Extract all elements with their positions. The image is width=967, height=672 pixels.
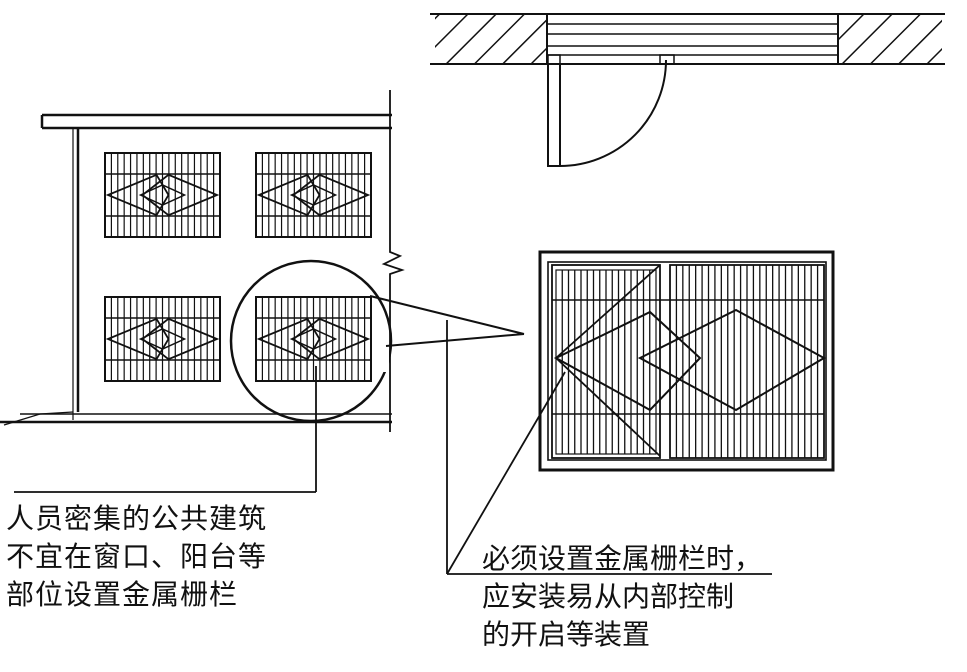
grille-detail-bars (552, 264, 827, 458)
building-elevation (0, 90, 405, 432)
magnifier-circle (229, 259, 393, 423)
window-grille (255, 152, 372, 238)
note-left-line: 不宜在窗口、阳台等 (6, 540, 268, 573)
leader-lines (14, 320, 772, 575)
note-right-line: 应安装易从内部控制 (482, 580, 735, 613)
door-plan-view (430, 13, 945, 167)
grille-diagonal (555, 357, 661, 457)
grille-diamond (637, 308, 827, 412)
note-left: 人员密集的公共建筑 不宜在窗口、阳台等 部位设置金属栅栏 (6, 500, 267, 614)
grille-diagonal (555, 264, 661, 359)
grille-detail (538, 250, 835, 472)
note-right-line: 的开启等装置 (482, 618, 651, 651)
window-grille (255, 296, 372, 382)
note-right-line: 必须设置金属栅栏时， (482, 542, 763, 575)
callout-lines (369, 295, 525, 347)
window-grille (104, 152, 221, 238)
elevation-windows (104, 152, 372, 382)
grille-diamond (553, 310, 702, 412)
note-right: 必须设置金属栅栏时， 应安装易从内部控制 的开启等装置 (482, 540, 762, 654)
note-left-line: 人员密集的公共建筑 (6, 502, 268, 535)
note-left-line: 部位设置金属栅栏 (6, 578, 239, 611)
window-grille (104, 296, 221, 382)
